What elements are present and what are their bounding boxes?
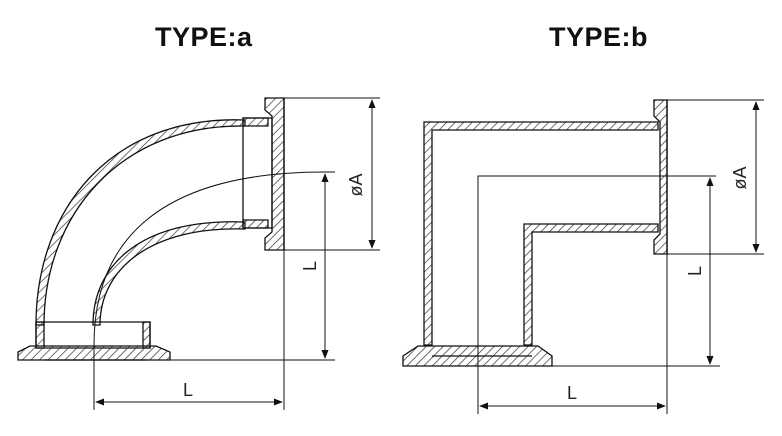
type-a-inner-wall: [92, 221, 246, 326]
type-b-inner-wall: [523, 223, 659, 346]
type-b-elbow: [402, 99, 716, 372]
type-b-centerline: [477, 175, 716, 372]
type-b-vertical-length-label: L: [685, 266, 705, 276]
type-b-dimensions: [477, 99, 764, 414]
type-a-diameter-label: øA: [346, 173, 366, 196]
type-b-diameter-label: øA: [730, 166, 750, 189]
type-a-dimensions: [93, 97, 380, 410]
type-a-centerline: [93, 171, 326, 346]
type-a-vertical-length-label: L: [300, 261, 320, 271]
type-a-elbow: [17, 97, 326, 361]
type-a-right-ferrule-tube: [242, 117, 273, 229]
type-a-title: TYPE:a: [155, 22, 253, 52]
type-a-horizontal-length-label: L: [183, 380, 193, 400]
type-b-title: TYPE:b: [549, 22, 649, 52]
type-b-outer-wall: [423, 121, 659, 346]
type-b-horizontal-length-label: L: [567, 383, 577, 403]
type-a-bottom-ferrule-tube: [35, 321, 151, 349]
